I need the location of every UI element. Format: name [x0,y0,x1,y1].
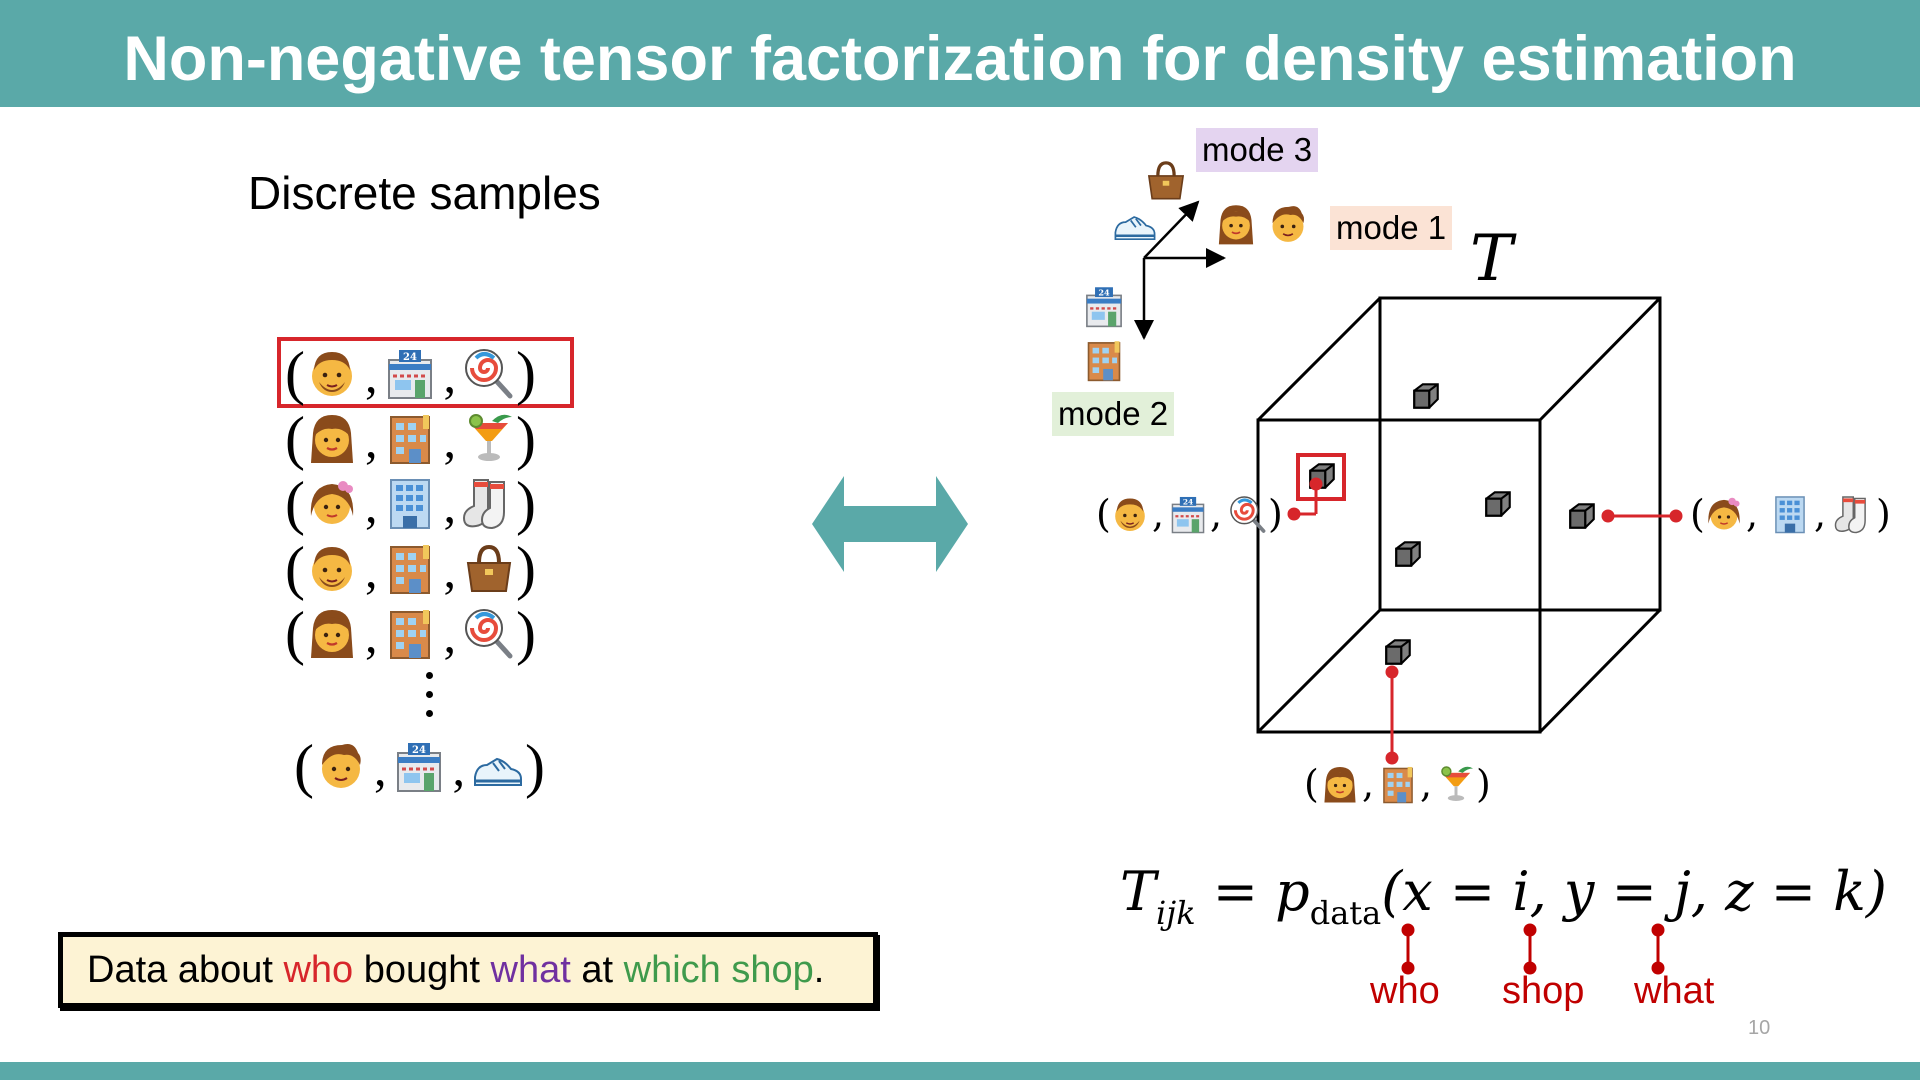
comma: , [364,542,378,598]
open-paren: ( [285,600,305,666]
svg-text:,: , [1746,492,1758,536]
svg-text:(: ( [1096,492,1111,536]
eq-args: (x = i, y = j, z = k) [1381,860,1887,923]
eq-equals: = [1195,860,1276,923]
sample-row: (,,) [294,733,545,799]
svg-text:,: , [1210,492,1222,536]
mode-1-label: mode 1 [1330,206,1453,250]
info-text-what: what [490,949,571,991]
info-text-which-shop: which shop [623,949,814,991]
eq-subscript-data: data [1309,894,1382,932]
slide-title: Non-negative tensor factorization for de… [123,24,1797,94]
sample-cube-icon [1385,639,1411,665]
tensor-cube [1256,296,1662,734]
open-paren: ( [285,340,305,406]
sample-row: (,,) [285,470,536,536]
sample-cube-icon [1569,503,1595,529]
highlighted-sample-box [277,337,574,408]
eq-tensor: T [1120,860,1157,923]
store-24-icon [1085,286,1123,328]
sample-row: (,,) [285,535,536,601]
open-paren: ( [294,733,314,799]
close-paren: ) [515,340,536,406]
comma: , [443,347,456,403]
sample-cube-icon [1413,383,1439,409]
info-text-who: who [283,949,354,991]
footer-bar [0,1062,1920,1080]
highlight-cube-box [1296,453,1346,501]
tuple-right: ( , , ) [1690,492,1891,536]
comma: , [443,412,456,468]
comma: , [443,607,456,663]
sample-connectors [1287,477,1683,765]
open-paren: ( [285,535,305,601]
eq-subscript-ijk: ijk [1156,894,1196,932]
sample-cube-icon [1395,541,1421,567]
mode-3-label: mode 3 [1196,128,1319,172]
data-description-box: Data about who bought what at which shop… [58,932,878,1008]
info-text-3: bought [353,949,491,991]
equation-connectors [1401,923,1665,975]
close-paren: ) [515,535,536,601]
close-paren: ) [524,733,545,799]
info-text-5: at [570,949,624,991]
boy-icon [1271,205,1305,243]
label-who: who [1370,970,1440,1012]
sneaker-icon [1114,215,1156,241]
density-equation: Tijk = pdata(x = i, y = j, z = k) [1120,860,1887,932]
info-text-1: Data about [87,949,284,991]
svg-text:,: , [1420,762,1432,806]
page-number: 10 [1748,1017,1771,1039]
svg-text:,: , [1814,492,1826,536]
mode-axes [1134,200,1226,340]
svg-text:,: , [1152,492,1164,536]
open-paren: ( [285,405,305,471]
woman-icon [1217,204,1255,246]
svg-text:(: ( [1690,492,1705,536]
handbag-icon [1147,161,1185,201]
comma: , [373,740,387,796]
sample-cube-icon [1485,491,1511,517]
discrete-samples-heading: Discrete samples [248,167,601,219]
sample-row: (,,) [285,405,536,471]
comma: , [364,477,378,533]
axis-mode-3 [1143,200,1200,259]
close-paren: ) [515,470,536,536]
vertical-ellipsis [426,672,436,729]
comma: , [452,740,465,796]
tuple-left: ( , , ) [1096,492,1283,536]
comma: , [443,477,456,533]
svg-text:): ) [1268,492,1283,536]
svg-text:(: ( [1304,762,1319,806]
svg-text:): ) [1476,762,1491,806]
tuple-bottom: ( , , ) [1304,762,1491,806]
comma: , [443,542,456,598]
double-headed-arrow-icon [812,476,968,572]
close-paren: ) [515,405,536,471]
comma: , [364,607,378,663]
open-paren: ( [285,470,305,536]
title-bar [0,0,1920,107]
label-shop: shop [1502,970,1585,1012]
eq-p: p [1275,860,1310,923]
comma: , [364,412,378,468]
sample-row: (,,) [285,340,536,406]
comma: , [364,347,378,403]
office-building-icon [1087,340,1121,382]
label-what: what [1634,970,1715,1012]
tensor-symbol: T [1470,222,1517,296]
info-text-7: . [813,949,825,991]
close-paren: ) [515,600,536,666]
mode-2-label: mode 2 [1052,392,1175,436]
svg-text:): ) [1876,492,1891,536]
svg-text:,: , [1362,762,1374,806]
sample-row: (,,) [285,600,536,666]
